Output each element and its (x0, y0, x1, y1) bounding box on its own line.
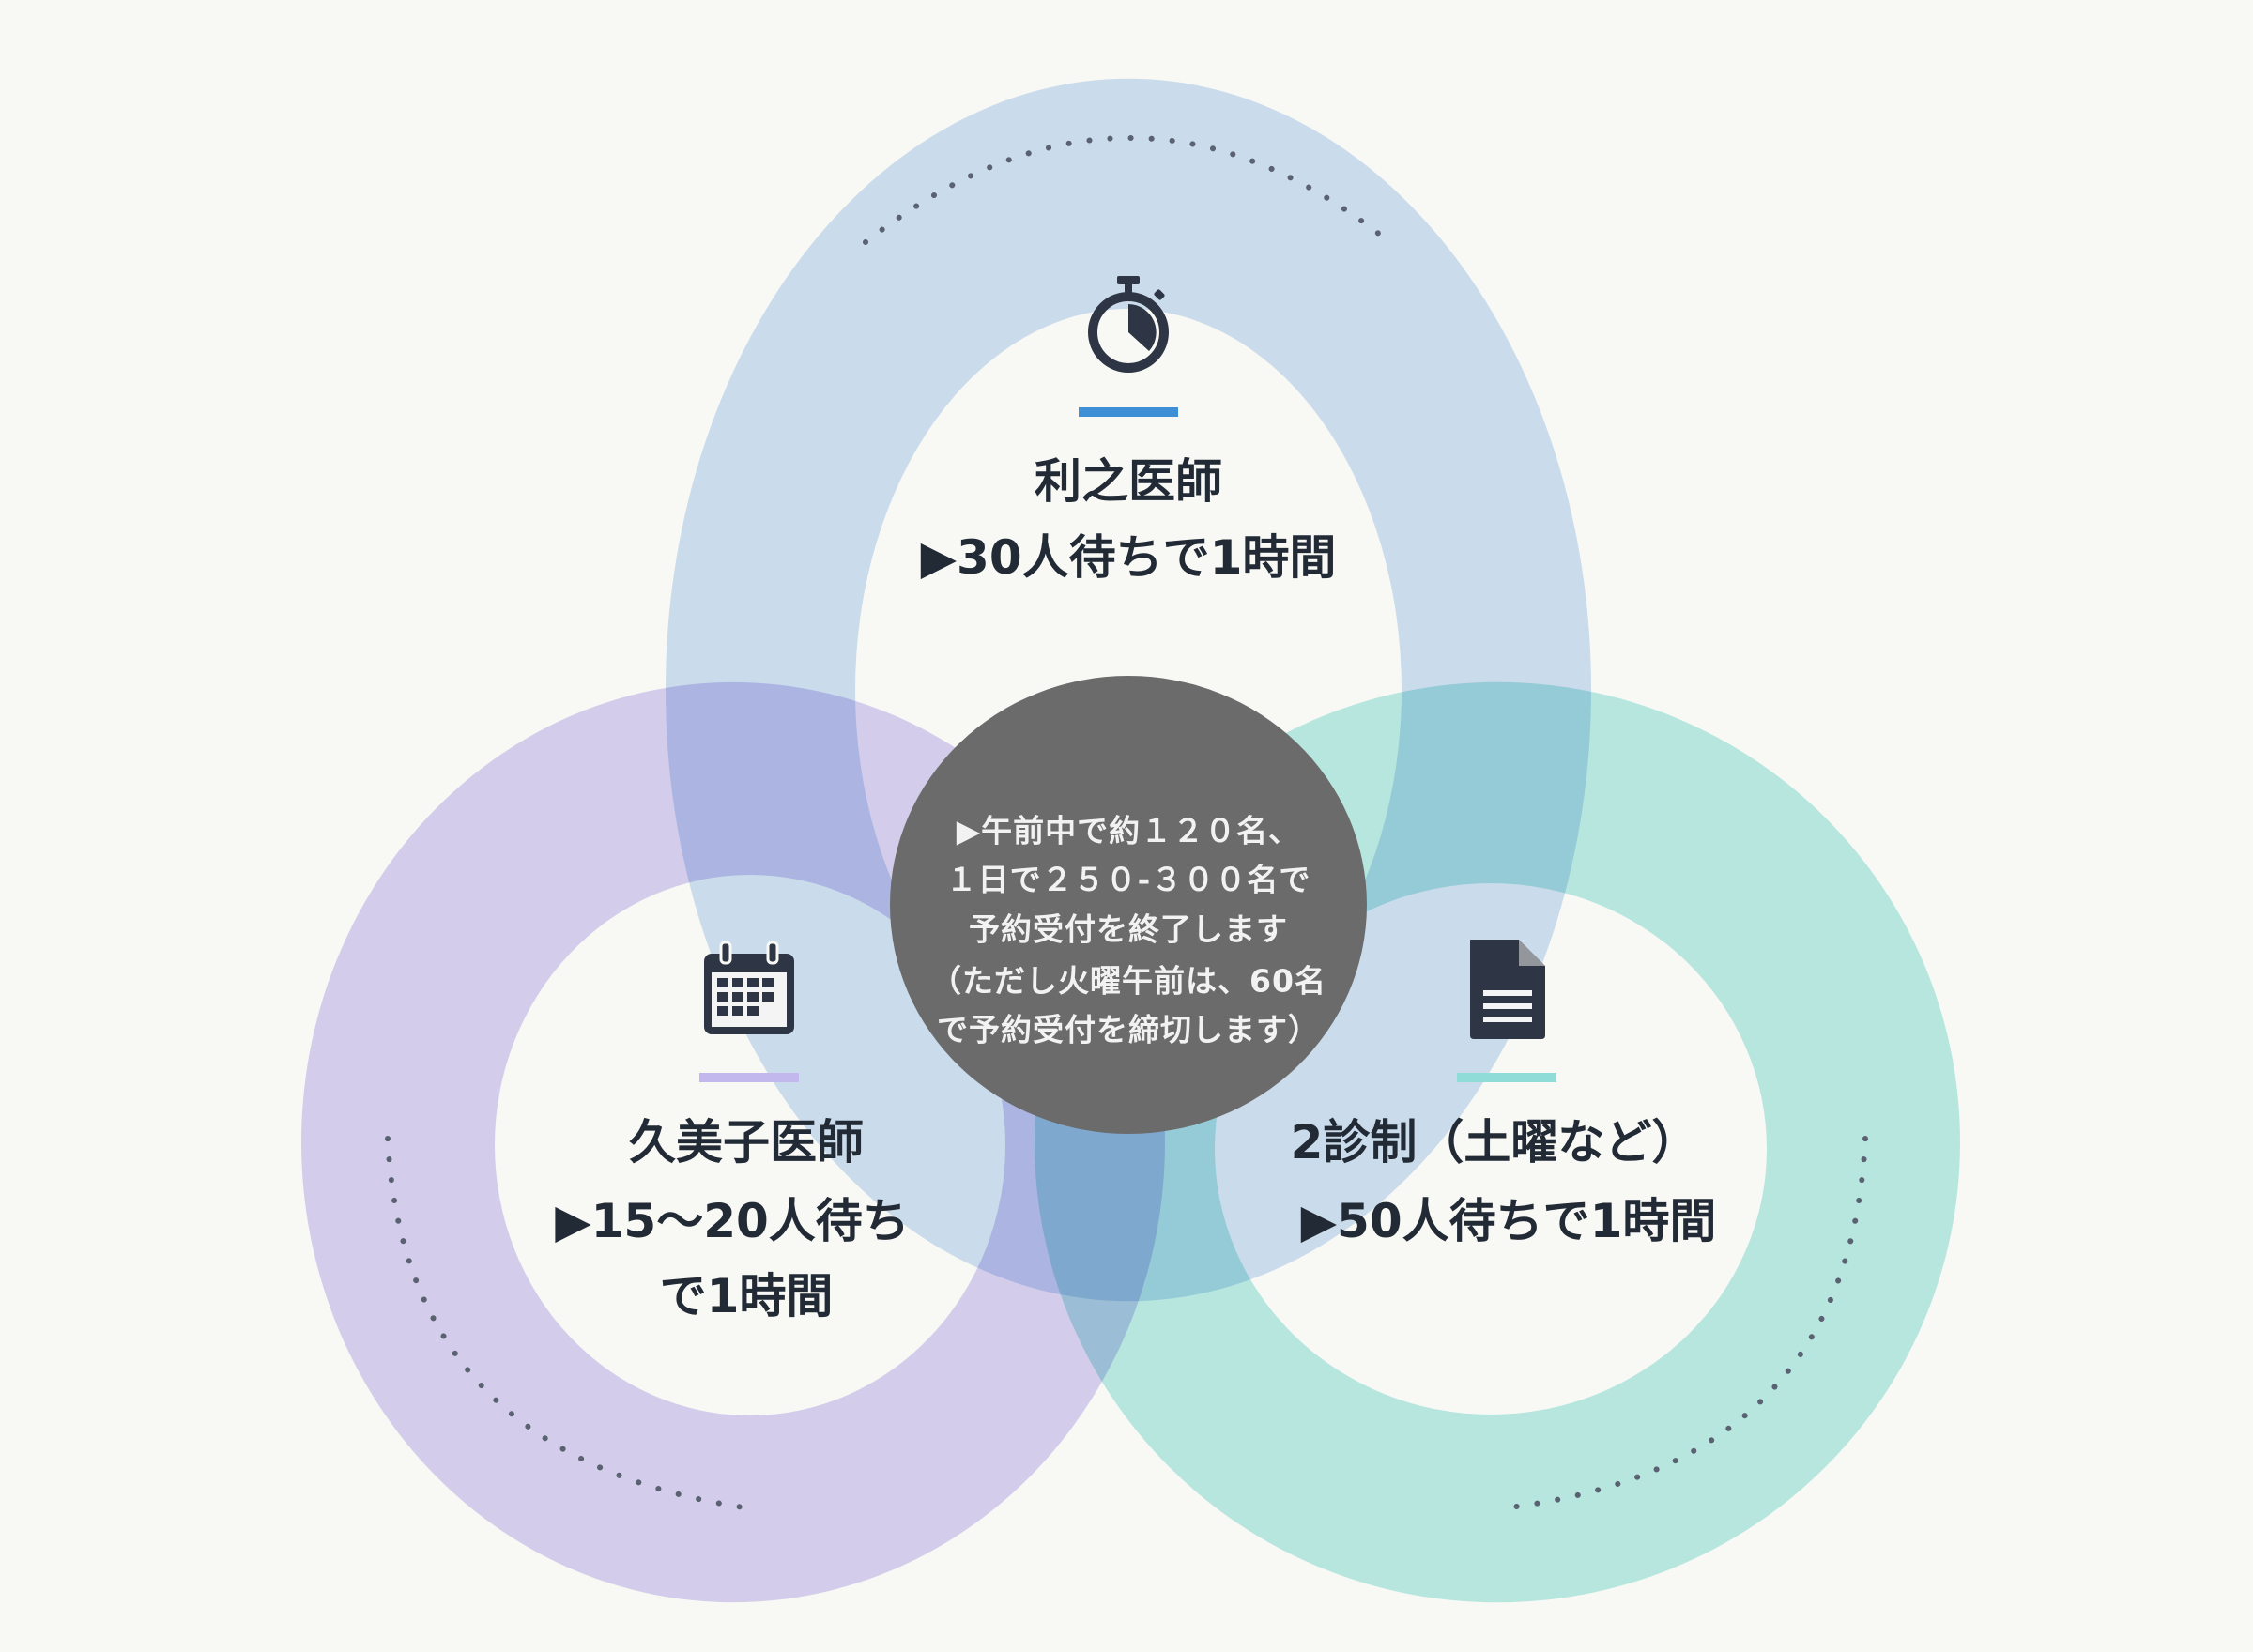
top-ring (666, 78, 1592, 1302)
center-text-line: （ただし火曜午前は、60名 (930, 962, 1326, 1000)
document-icon (1464, 938, 1549, 1045)
center-text-line: １日で２５０-３００名で (945, 861, 1311, 898)
right-detail: ▶50人待ちで1時間 (1300, 1194, 1717, 1248)
center-text-line: で予約受付を締切します） (937, 1011, 1320, 1048)
left-title: 久美子医師 (629, 1115, 864, 1170)
left-accent-bar (699, 1073, 799, 1082)
left-detail-line1: ▶15〜20人待ち (555, 1194, 910, 1248)
center-text-line: 予約受付を終了します (969, 910, 1288, 948)
top-dotted-arc (863, 135, 1383, 245)
right-title: 2診制（土曜など） (1290, 1115, 1699, 1170)
stopwatch-icon (1081, 274, 1175, 381)
left-dotted-arc (385, 1136, 746, 1510)
top-accent-bar (1079, 407, 1178, 417)
calendar-icon (700, 941, 798, 1042)
left-detail-line2: で1時間 (659, 1269, 834, 1323)
right-accent-bar (1457, 1073, 1556, 1082)
center-circle (890, 676, 1367, 1134)
top-title: 利之医師 (1035, 454, 1222, 509)
center-text-line: ▶午前中で約１２０名、 (956, 812, 1301, 849)
top-detail: ▶30人待ちで1時間 (920, 530, 1337, 585)
right-dotted-arc (1507, 1136, 1868, 1510)
